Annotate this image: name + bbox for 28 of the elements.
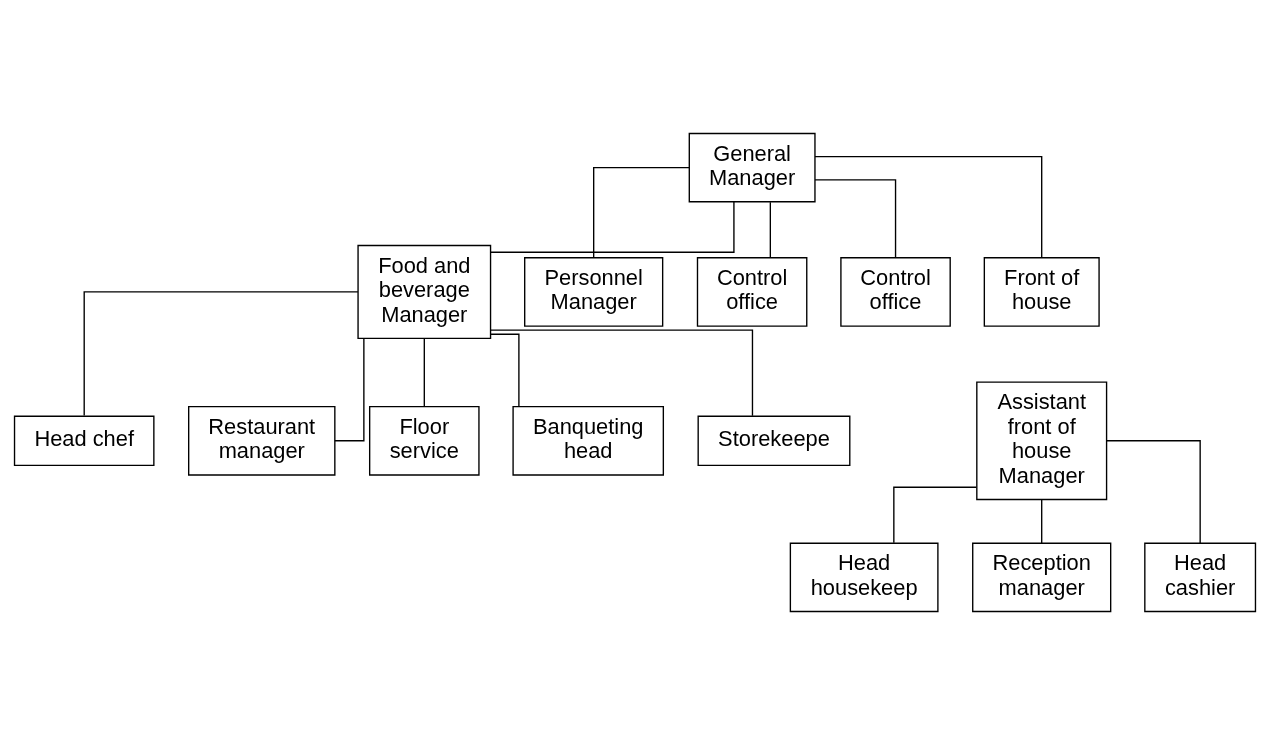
connector [83,290,359,416]
node-box: Personnel Manager [524,256,664,327]
node-box: Food and beverage Manager [357,244,492,339]
connector [593,166,690,258]
node-box: General Manager [688,132,816,202]
node-box: Head housekeep [789,542,939,612]
node-box: Head cashier [1144,542,1257,612]
connector [1105,439,1201,544]
node-box: Front of house [983,256,1100,327]
connector [490,328,754,416]
connector [490,200,735,253]
node-box: Restaurant manager [188,405,336,476]
node-box: Control office [840,256,951,327]
connector [814,155,1043,258]
connector [490,333,520,407]
connector [814,178,897,258]
node-box: Reception manager [972,542,1112,612]
node-box: Storekeepe [697,415,851,466]
connector [423,337,425,407]
node-box: Banqueting head [512,405,665,476]
node-box: Control office [696,256,808,327]
connector [334,337,365,441]
connector [1041,498,1043,544]
node-box: Assistant front of house Manager [976,380,1108,500]
node-box: Head chef [13,415,155,466]
connector [769,201,772,258]
node-box: Floor service [369,405,480,476]
connector [893,486,978,543]
